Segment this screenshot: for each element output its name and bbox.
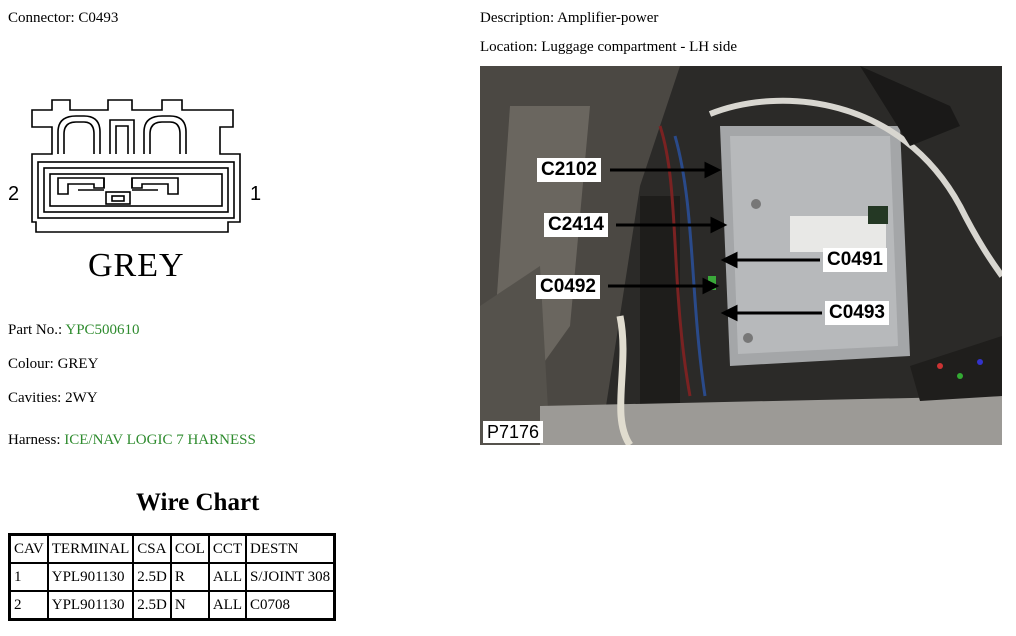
pin-label-left: 2: [8, 183, 19, 205]
table-row: 1 YPL901130 2.5D R ALL S/JOINT 308: [8, 562, 336, 592]
table-header-row: CAV TERMINAL CSA COL CCT DESTN: [8, 533, 336, 564]
header-terminal: TERMINAL: [46, 533, 135, 564]
cell-cav: 1: [8, 562, 49, 592]
part-number-link[interactable]: YPC500610: [65, 322, 140, 338]
cell-cct: ALL: [207, 562, 248, 592]
connector-color-label: GREY: [88, 247, 185, 282]
cell-cav: 2: [8, 590, 49, 621]
callout-c0492: C0492: [536, 275, 600, 299]
cell-destn: C0708: [245, 590, 336, 621]
header-cav: CAV: [8, 533, 49, 564]
wire-chart-table: CAV TERMINAL CSA COL CCT DESTN 1 YPL9011…: [8, 533, 337, 621]
photo-illustration: [480, 66, 1002, 445]
header-csa: CSA: [132, 533, 172, 564]
callout-c0491: C0491: [823, 248, 887, 272]
wire-chart-title: Wire Chart: [136, 489, 260, 516]
cell-terminal: YPL901130: [46, 590, 135, 621]
table-row: 2 YPL901130 2.5D N ALL C0708: [8, 590, 336, 621]
part-number-label: Part No.:: [8, 322, 63, 338]
callout-c2102: C2102: [537, 158, 601, 182]
location-text: Location: Luggage compartment - LH side: [480, 39, 737, 55]
cell-csa: 2.5D: [132, 562, 172, 592]
cell-destn: S/JOINT 308: [245, 562, 336, 592]
cell-col: N: [169, 590, 210, 621]
description-text: Description: Amplifier-power: [480, 10, 659, 26]
connector-face-diagram: 2 1 GREY: [8, 99, 261, 282]
callout-c0493: C0493: [825, 301, 889, 325]
header-cct: CCT: [207, 533, 248, 564]
harness-label: Harness:: [8, 432, 61, 448]
cell-csa: 2.5D: [132, 590, 172, 621]
colour-text: Colour: GREY: [8, 356, 99, 372]
photo-code-label: P7176: [483, 421, 544, 443]
cell-cct: ALL: [207, 590, 248, 621]
pin-label-right: 1: [250, 183, 261, 205]
cell-terminal: YPL901130: [46, 562, 135, 592]
harness-row: Harness: ICE/NAV LOGIC 7 HARNESS: [8, 432, 256, 449]
part-number-row: Part No.: YPC500610: [8, 322, 140, 339]
cell-col: R: [169, 562, 210, 592]
location-photo: C2102 C2414 C0491 C0492 C0493 P7176: [480, 66, 1002, 445]
callout-c2414: C2414: [544, 213, 608, 237]
connector-heading: Connector: C0493: [8, 10, 119, 26]
header-destn: DESTN: [245, 533, 336, 564]
harness-link[interactable]: ICE/NAV LOGIC 7 HARNESS: [64, 432, 256, 448]
header-col: COL: [169, 533, 210, 564]
cavities-text: Cavities: 2WY: [8, 390, 98, 406]
